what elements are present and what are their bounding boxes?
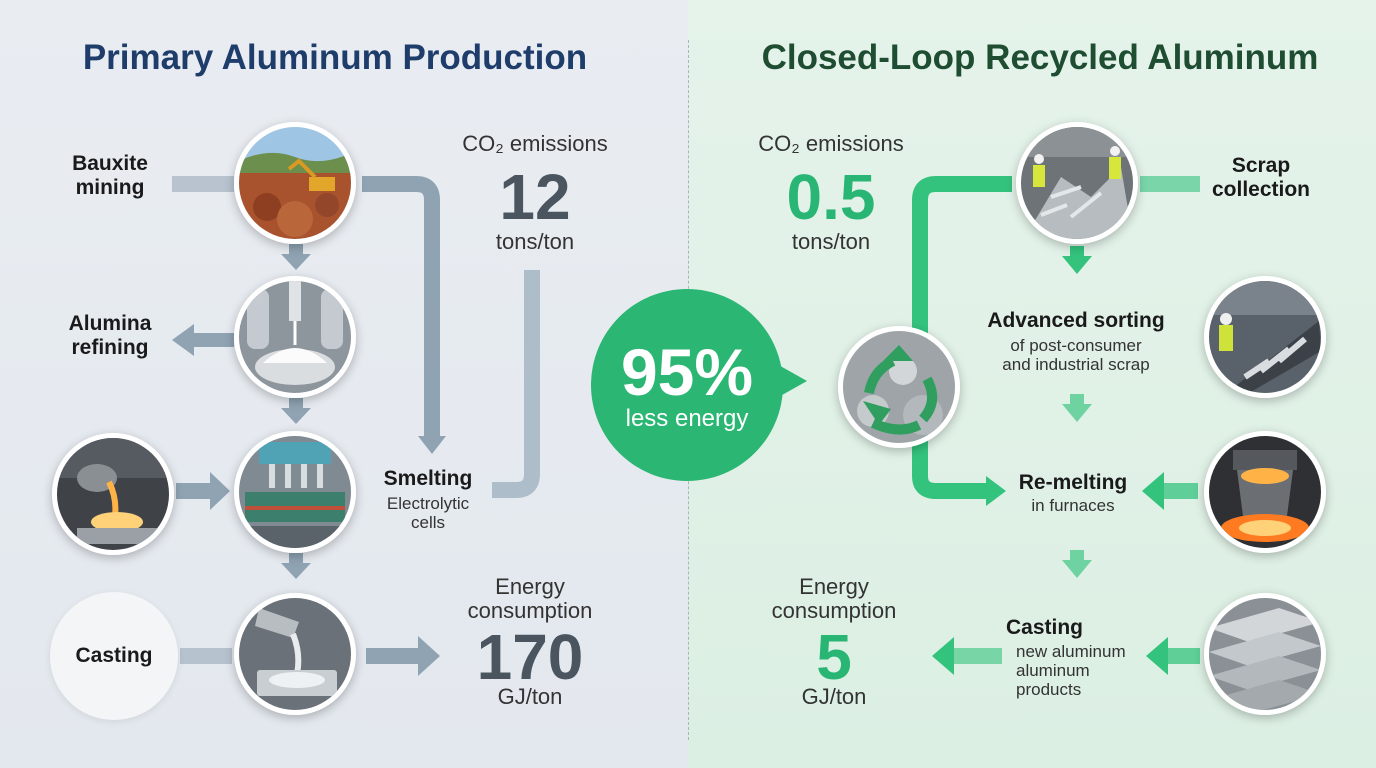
label-casting-left: Casting: [75, 644, 153, 667]
alumina-powder-photo: [234, 276, 356, 398]
badge-value: 95%: [620, 335, 754, 409]
energy-value-right: 5: [816, 621, 852, 693]
recycled-title: Closed-Loop Recycled Aluminum: [761, 38, 1319, 77]
casting-pour-photo: [234, 593, 356, 715]
energy-unit-left: GJ/ton: [497, 684, 563, 709]
label-bauxite: Bauxite mining: [72, 152, 148, 199]
scrap-collection-photo: [1016, 122, 1138, 244]
smelting-to-co2: [492, 270, 540, 498]
label-smelting: Smelting: [383, 467, 473, 490]
energy-caption-right: Energy consumption: [771, 574, 897, 623]
arrow-down-3: [281, 553, 311, 579]
label-sorting-sub: of post-consumer and industrial scrap: [1002, 336, 1150, 374]
loop-to-smelting-head: [418, 436, 446, 454]
primary-title: Primary Aluminum Production: [82, 38, 588, 77]
label-remelting: Re-melting: [1018, 471, 1128, 494]
arrow-ingots-to-casting: [1146, 637, 1200, 675]
energy-savings-badge: 95% less energy: [589, 285, 807, 485]
arrow-molten-to-smelt: [176, 472, 230, 510]
label-scrap: Scrap collection: [1211, 154, 1311, 201]
casting-circle: [50, 592, 178, 720]
co2-value-left: 12: [499, 161, 571, 233]
arrow-down-g2: [1062, 394, 1092, 422]
smelting-cells-photo: [234, 431, 356, 553]
label-remelting-sub: in furnaces: [1031, 496, 1115, 515]
molten-pour-photo: [52, 433, 174, 555]
co2-unit-right: tons/ton: [791, 229, 871, 254]
label-casting-right: Casting: [1006, 616, 1084, 639]
green-loop-head: [986, 476, 1006, 506]
arrow-down-2: [281, 398, 311, 424]
arrow-down-g1: [1062, 246, 1092, 274]
arrow-scrap-feed: [1140, 176, 1200, 192]
sorting-conveyor-photo: [1204, 276, 1326, 398]
co2-caption-left: CO₂ emissions: [462, 131, 608, 156]
co2-value-right: 0.5: [786, 161, 876, 233]
loop-to-smelting: [362, 176, 440, 438]
recycle-icon: [838, 326, 960, 448]
energy-caption-left: Energy consumption: [467, 574, 593, 623]
badge-caption: less energy: [625, 405, 749, 432]
co2-caption-right: CO₂ emissions: [758, 131, 904, 156]
arrow-left-alumina: [172, 324, 234, 356]
arrow-bauxite-feed: [172, 176, 234, 192]
arrow-casting-feed: [180, 648, 232, 664]
co2-unit-left: tons/ton: [495, 229, 575, 254]
energy-value-left: 170: [476, 621, 584, 693]
energy-unit-right: GJ/ton: [801, 684, 867, 709]
furnace-photo: [1204, 431, 1326, 553]
label-smelting-sub: Electrolytic cells: [386, 494, 470, 532]
label-alumina: Alumina refining: [68, 312, 152, 359]
arrow-furnace-to-remelt: [1142, 472, 1198, 510]
arrow-down-1: [281, 244, 311, 270]
label-sorting: Advanced sorting: [987, 309, 1165, 332]
arrow-down-g3: [1062, 550, 1092, 578]
aluminum-ingots-photo: [1204, 593, 1326, 715]
label-casting-right-sub: new aluminum aluminum products: [1016, 642, 1126, 699]
arrow-casting-to-energy: [932, 637, 1002, 675]
arrow-to-energy: [366, 636, 440, 676]
bauxite-mine-photo: [234, 122, 356, 244]
